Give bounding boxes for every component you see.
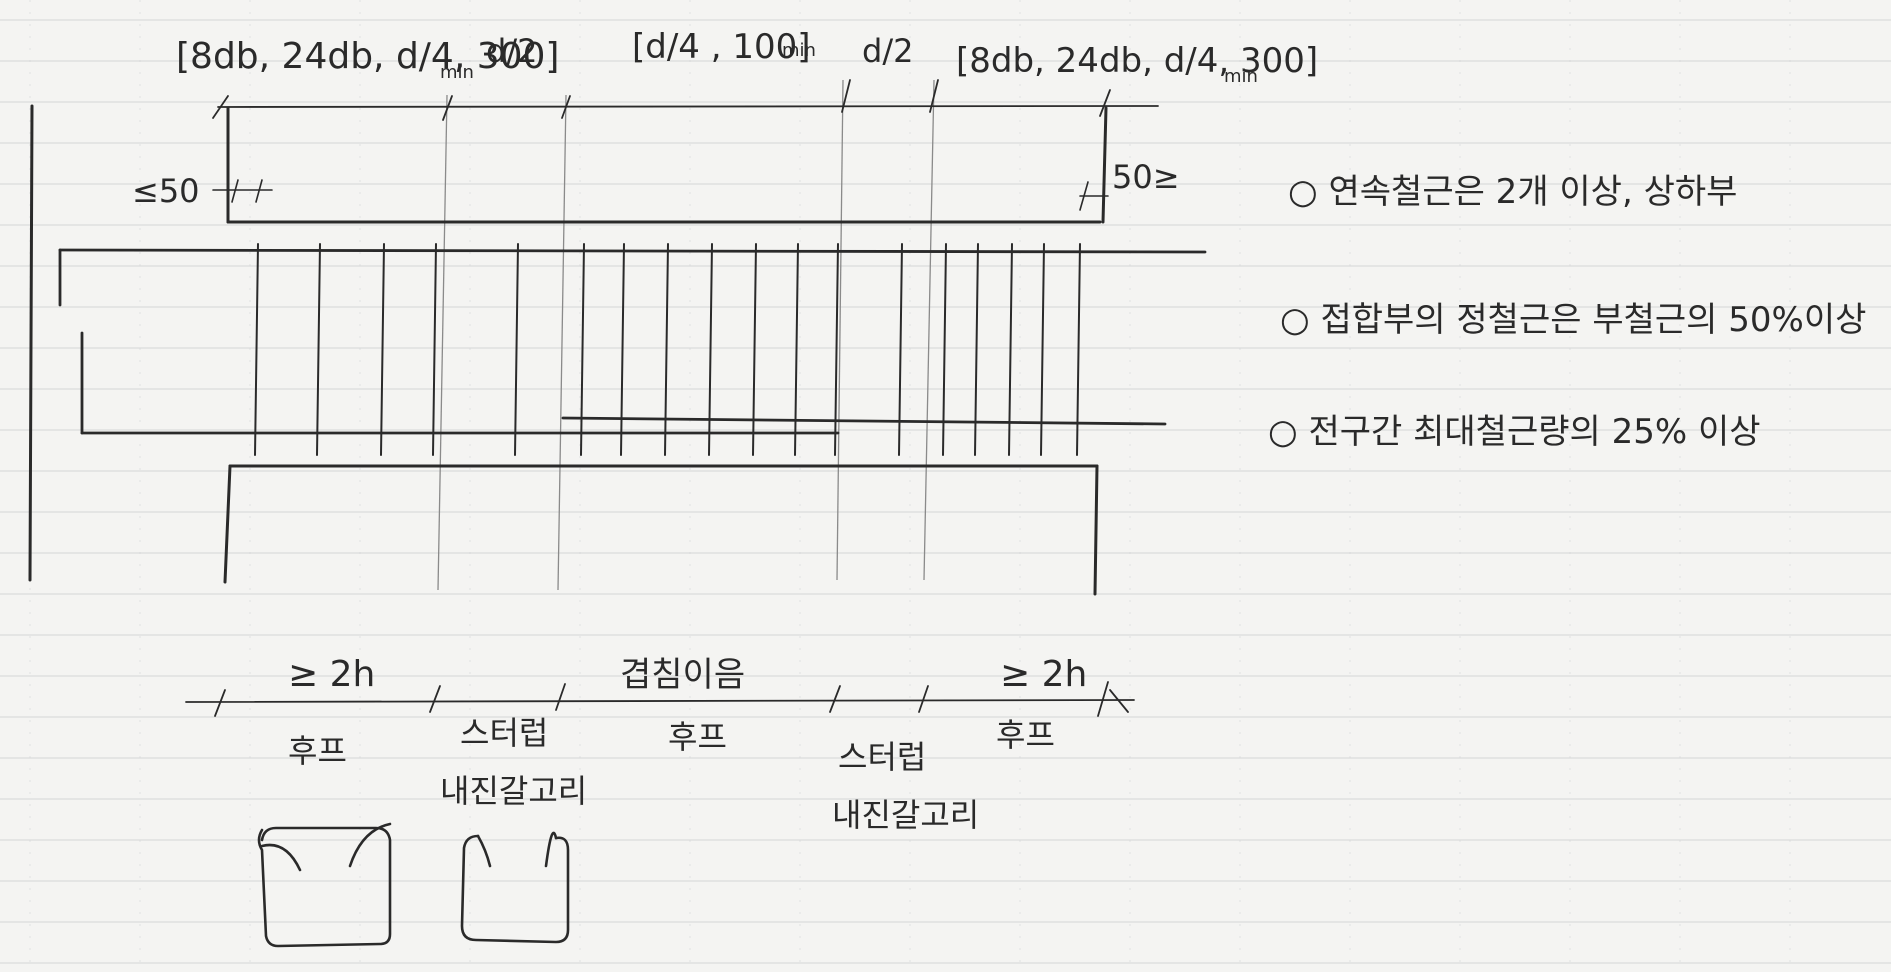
zone-label-hoop-2: 후프 (668, 718, 727, 756)
right-spacing-min-label: min (1224, 66, 1258, 87)
stirrup-leg (1040, 243, 1045, 456)
guide-line (836, 79, 844, 581)
zone-label-stirrup-2-line2: 내진갈고리 (832, 796, 979, 834)
stirrup-leg (620, 243, 625, 456)
zone-label-stirrup-1-line1: 스터럽 (460, 714, 548, 752)
left-hoop-length-label: ≥ 2h (288, 654, 375, 695)
left-cover-label: ≤50 (132, 172, 200, 210)
zone-type-labels: 후프 스터럽 내진갈고리 후프 스터럽 내진갈고리 후프 (288, 714, 1055, 834)
guide-line (923, 79, 935, 581)
stirrup-leg (254, 243, 259, 456)
top-anchorage-bar (226, 106, 1108, 224)
half-depth-label-1: d/2 (486, 32, 537, 70)
zone-label-hoop-1: 후프 (288, 732, 347, 770)
lap-splice-bar (561, 416, 1167, 426)
cover-ticks (212, 179, 1109, 211)
stirrup-leg (580, 243, 585, 456)
mid-spacing-min-label: min (782, 40, 816, 61)
stirrup-leg (974, 243, 979, 456)
note-full-span-minimum: ○ 전구간 최대철근량의 25% 이상 (1268, 412, 1761, 452)
lap-splice-label: 겹침이음 (620, 655, 745, 695)
note-joint-positive-bars: ○ 접합부의 정철근은 부철근의 50%이상 (1280, 300, 1866, 340)
right-cover-label: 50≥ (1112, 158, 1180, 196)
left-spacing-min-label: min (440, 62, 474, 83)
bottom-longitudinal-bar (80, 331, 840, 435)
stirrup-seismic-hook-icon (460, 831, 570, 944)
guide-line (557, 94, 567, 591)
stirrup-leg (664, 243, 669, 456)
column-face-line (28, 104, 34, 582)
stirrup-leg (834, 243, 839, 456)
mid-spacing-label: [d/4 , 100] (632, 27, 811, 67)
stirrup-leg (380, 243, 385, 456)
stirrup-leg (898, 243, 903, 456)
stirrup-leg (752, 243, 757, 456)
hoop-sketch-icon (257, 822, 392, 948)
top-dimension-line (212, 79, 1159, 121)
stirrup-leg (432, 243, 437, 456)
right-hoop-length-label: ≥ 2h (1000, 654, 1087, 695)
half-depth-label-2: d/2 (862, 32, 913, 70)
zone-length-labels: ≥ 2h 겹침이음 ≥ 2h (288, 654, 1087, 695)
zone-guide-lines (437, 79, 935, 591)
stirrup-leg (1076, 243, 1081, 456)
note-continuous-bars: ○ 연속철근은 2개 이상, 상하부 (1288, 172, 1737, 212)
stirrup-leg (514, 243, 519, 456)
stirrup-leg (316, 243, 321, 456)
stirrup-leg (708, 243, 713, 456)
stirrup-leg (794, 243, 799, 456)
zone-label-stirrup-1-line2: 내진갈고리 (440, 772, 587, 810)
zone-label-stirrup-2-line1: 스터럽 (838, 738, 926, 776)
zone-label-hoop-3: 후프 (996, 716, 1055, 754)
stirrup-leg (942, 243, 947, 456)
guide-line (437, 94, 448, 591)
bottom-anchorage-bar (223, 464, 1099, 596)
design-notes: ○ 연속철근은 2개 이상, 상하부 ○ 접합부의 정철근은 부철근의 50%이… (1268, 172, 1866, 452)
right-spacing-label: [8db, 24db, d/4, 300] (956, 41, 1318, 81)
top-dimension-labels: [8db, 24db, d/4, 300] min d/2 [d/4 , 100… (176, 27, 1318, 87)
stirrup-set (254, 243, 1081, 456)
zone-dimension-line (185, 681, 1135, 717)
stirrup-leg (1008, 243, 1013, 456)
left-spacing-label: [8db, 24db, d/4, 300] (176, 36, 559, 77)
top-longitudinal-bar (58, 248, 1207, 307)
